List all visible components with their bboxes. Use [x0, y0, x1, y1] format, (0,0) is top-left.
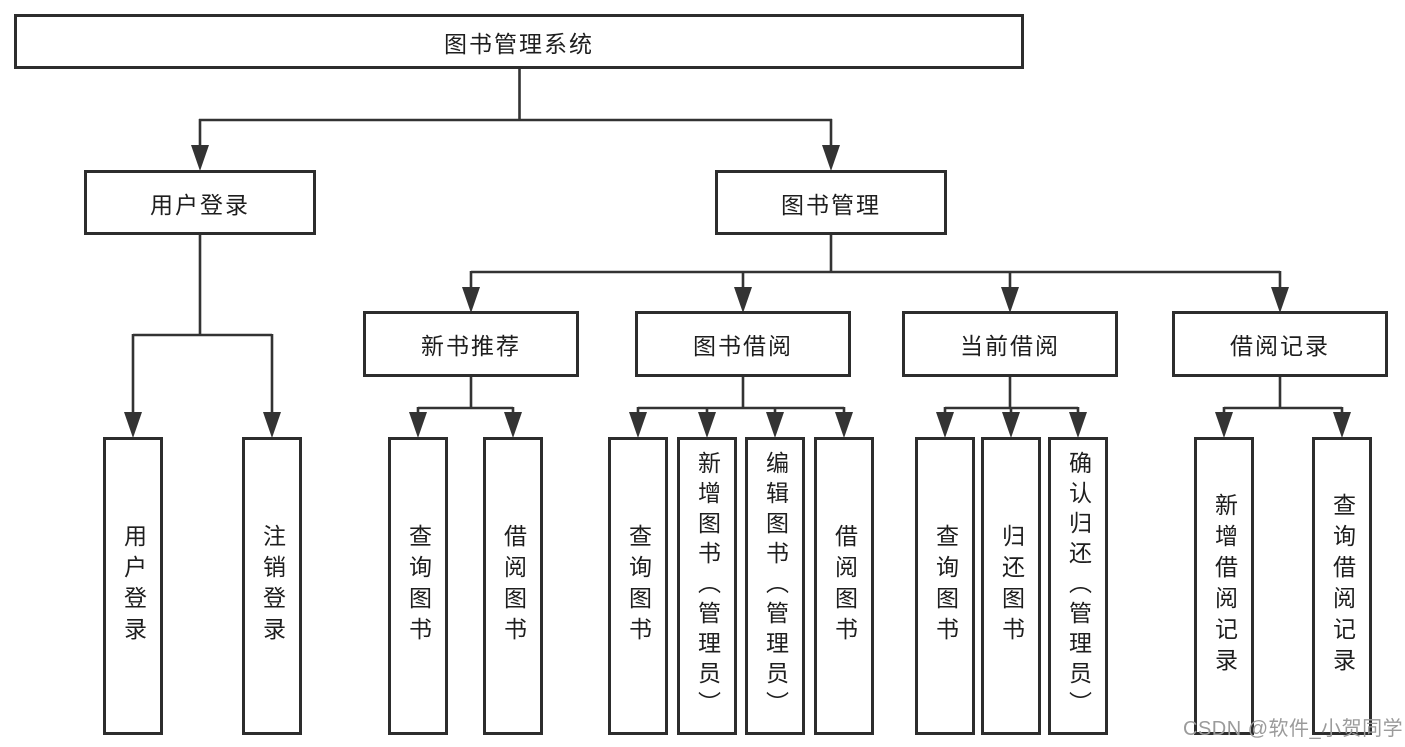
- leaf-return-book-label: 归还图书: [998, 524, 1025, 648]
- leaf-logout-label: 注销登录: [259, 524, 286, 648]
- leaf-logout: 注销登录: [242, 437, 302, 735]
- arrow-down-icon: [1002, 412, 1020, 438]
- arrowhead-icons: [124, 145, 1351, 438]
- connector-root-to-level1: [198, 68, 833, 147]
- node-book-borrow-label: 图书借阅: [693, 333, 793, 359]
- arrow-down-icon: [1271, 287, 1289, 313]
- leaf-query-book-borrow-label: 查询图书: [625, 524, 652, 648]
- node-user-login: 用户登录: [84, 170, 316, 235]
- watermark: CSDN @软件_小贺同学: [1183, 718, 1404, 740]
- leaf-query-book-current-label: 查询图书: [932, 524, 959, 648]
- leaf-add-book-admin-label: 新增图书（管理员）: [694, 451, 721, 721]
- leaf-add-borrow-record-label: 新增借阅记录: [1211, 493, 1238, 679]
- arrow-down-icon: [1001, 287, 1019, 313]
- connector-currentborrow-to-leaves: [943, 377, 1080, 415]
- connector-userlogin-to-leaves: [131, 235, 274, 415]
- node-root-label: 图书管理系统: [444, 30, 594, 57]
- leaf-user-login: 用户登录: [103, 437, 163, 735]
- arrow-down-icon: [835, 412, 853, 438]
- leaf-query-book-recommend: 查询图书: [388, 437, 448, 735]
- node-root: 图书管理系统: [14, 14, 1024, 69]
- node-book-borrow: 图书借阅: [635, 311, 851, 377]
- arrow-down-icon: [822, 145, 840, 171]
- arrow-down-icon: [409, 412, 427, 438]
- arrow-down-icon: [1069, 412, 1087, 438]
- connector-borrowrecord-to-leaves: [1222, 377, 1344, 415]
- leaf-query-book-current: 查询图书: [915, 437, 975, 735]
- arrow-down-icon: [766, 412, 784, 438]
- connector-bookborrow-to-leaves: [636, 377, 846, 415]
- arrow-down-icon: [698, 412, 716, 438]
- leaf-return-book: 归还图书: [981, 437, 1041, 735]
- arrow-down-icon: [936, 412, 954, 438]
- leaf-add-borrow-record: 新增借阅记录: [1194, 437, 1254, 735]
- node-current-borrow: 当前借阅: [902, 311, 1118, 377]
- node-user-login-label: 用户登录: [150, 191, 250, 218]
- node-borrow-record: 借阅记录: [1172, 311, 1388, 377]
- arrow-down-icon: [124, 412, 142, 438]
- node-new-book-recommend: 新书推荐: [363, 311, 579, 377]
- arrow-down-icon: [263, 412, 281, 438]
- leaf-query-book-recommend-label: 查询图书: [405, 524, 432, 648]
- leaf-query-borrow-record-label: 查询借阅记录: [1329, 493, 1356, 679]
- leaf-user-login-label: 用户登录: [120, 524, 147, 648]
- connector-bookmgmt-to-level2: [469, 235, 1282, 290]
- leaf-add-book-admin: 新增图书（管理员）: [677, 437, 737, 735]
- arrow-down-icon: [1215, 412, 1233, 438]
- node-book-management: 图书管理: [715, 170, 947, 235]
- node-borrow-record-label: 借阅记录: [1230, 333, 1330, 359]
- leaf-edit-book-admin: 编辑图书（管理员）: [745, 437, 805, 735]
- leaf-query-borrow-record: 查询借阅记录: [1312, 437, 1372, 735]
- arrow-down-icon: [629, 412, 647, 438]
- arrow-down-icon: [734, 287, 752, 313]
- arrow-down-icon: [191, 145, 209, 171]
- leaf-confirm-return-admin: 确认归还（管理员）: [1048, 437, 1108, 735]
- leaf-borrow-book-label: 借阅图书: [831, 524, 858, 648]
- arrow-down-icon: [462, 287, 480, 313]
- node-book-management-label: 图书管理: [781, 191, 881, 218]
- leaf-confirm-return-admin-label: 确认归还（管理员）: [1065, 451, 1092, 721]
- arrow-down-icon: [1333, 412, 1351, 438]
- leaf-edit-book-admin-label: 编辑图书（管理员）: [762, 451, 789, 721]
- arrow-down-icon: [504, 412, 522, 438]
- connector-newbook-to-leaves: [416, 377, 515, 415]
- node-new-book-recommend-label: 新书推荐: [421, 333, 521, 359]
- leaf-borrow-book-recommend-label: 借阅图书: [500, 524, 527, 648]
- leaf-borrow-book-recommend: 借阅图书: [483, 437, 543, 735]
- leaf-query-book-borrow: 查询图书: [608, 437, 668, 735]
- node-current-borrow-label: 当前借阅: [960, 333, 1060, 359]
- leaf-borrow-book: 借阅图书: [814, 437, 874, 735]
